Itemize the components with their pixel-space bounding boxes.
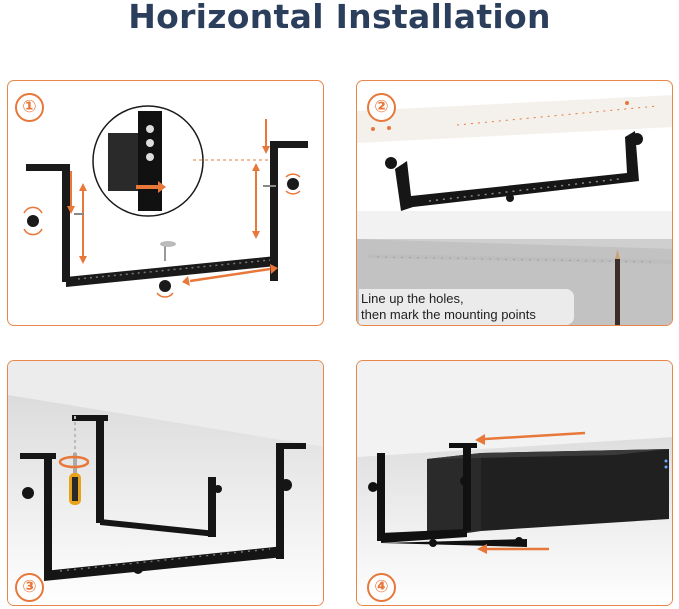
step-number-badge: ② bbox=[367, 93, 396, 122]
bracket-base bbox=[66, 256, 276, 287]
desk-underside bbox=[8, 361, 323, 447]
knob-icon bbox=[280, 479, 292, 491]
knob-icon bbox=[27, 215, 39, 227]
step-4-panel: ④ bbox=[356, 360, 673, 606]
mounting-marks bbox=[376, 256, 658, 263]
knob-icon bbox=[385, 157, 397, 169]
knob-icon bbox=[159, 280, 171, 292]
step-2-caption: Line up the holes, then mark the mountin… bbox=[359, 289, 574, 325]
knob-icon bbox=[22, 487, 34, 499]
step-1-panel: ① bbox=[7, 80, 324, 326]
bracket-left-upright bbox=[377, 453, 385, 541]
screwdriver-icon bbox=[73, 453, 77, 475]
bracket-left-tab bbox=[26, 164, 68, 171]
knob-icon bbox=[506, 194, 514, 202]
bracket-left-tab bbox=[20, 453, 56, 459]
page-title: Horizontal Installation bbox=[128, 0, 551, 36]
arrow-icon bbox=[484, 431, 586, 441]
bracket-right-upright bbox=[270, 141, 278, 281]
step-number-badge: ④ bbox=[367, 573, 396, 602]
knob-icon bbox=[287, 178, 299, 190]
step-number-badge: ① bbox=[15, 93, 44, 122]
step-3-illustration bbox=[8, 361, 323, 605]
bracket-held bbox=[395, 131, 639, 211]
desk-underside bbox=[357, 361, 672, 457]
bracket-right-tab bbox=[270, 141, 308, 148]
step-number-badge: ③ bbox=[15, 573, 44, 602]
bracket-right-tab bbox=[280, 443, 306, 449]
drawer-box-icon bbox=[427, 453, 481, 539]
pencil-icon bbox=[615, 259, 620, 325]
caption-line-1: Line up the holes, bbox=[361, 291, 464, 306]
step-1-illustration bbox=[23, 105, 308, 298]
knob-icon bbox=[460, 476, 470, 486]
bracket-left-upright bbox=[62, 164, 70, 282]
knob-icon bbox=[368, 482, 378, 492]
step-2-panel: ② Line up the holes, then mark the mount… bbox=[356, 80, 673, 326]
bracket-left-upright bbox=[44, 453, 52, 579]
step-3-panel: ③ bbox=[7, 360, 324, 606]
zoom-bracket-face bbox=[108, 133, 138, 191]
caption-line-2: then mark the mounting points bbox=[361, 307, 536, 322]
desk-edge bbox=[357, 211, 672, 239]
bracket-base bbox=[44, 546, 284, 581]
step-4-illustration bbox=[357, 361, 672, 605]
knob-icon bbox=[631, 133, 643, 145]
bracket-right-upright bbox=[276, 443, 284, 559]
knob-icon bbox=[133, 564, 143, 574]
